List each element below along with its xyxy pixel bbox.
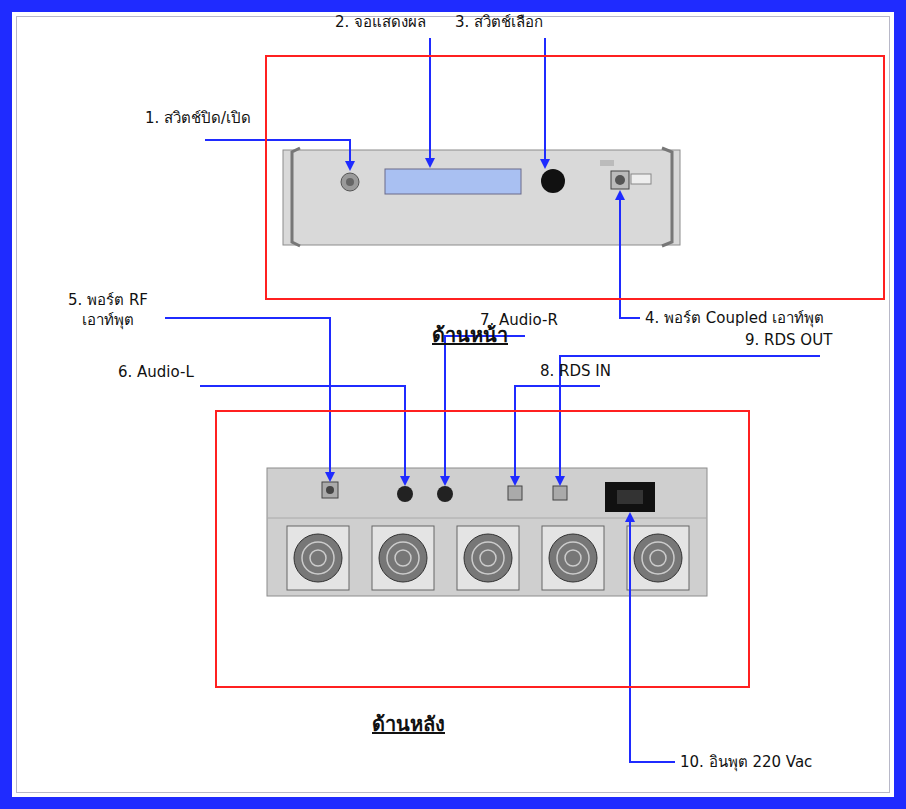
callout-label: 9. RDS OUT — [745, 330, 832, 350]
callout-label: 8. RDS IN — [540, 361, 611, 381]
callout-label: 3. สวิตช์เลือก — [455, 12, 543, 32]
callout-label: 1. สวิตช์ปิด/เปิด — [145, 108, 251, 128]
leader-lines — [165, 38, 820, 762]
callout-label: 4. พอร์ต Coupled เอาท์พุต — [645, 308, 824, 328]
callout-label: 10. อินพุต 220 Vac — [680, 752, 812, 772]
callout-label: 6. Audio-L — [118, 362, 194, 382]
callout-label: 7. Audio-R — [480, 310, 558, 330]
callout-label: 5. พอร์ต RF เอาท์พุต — [52, 290, 164, 331]
rear-panel — [267, 468, 707, 596]
panel-region: ด้านหน้า — [265, 55, 885, 300]
callout-label: 2. จอแสดงผล — [335, 12, 426, 32]
side-heading: ด้านหลัง — [372, 708, 445, 740]
inner-border — [16, 16, 890, 793]
panel-region: ด้านหลัง — [215, 410, 750, 688]
